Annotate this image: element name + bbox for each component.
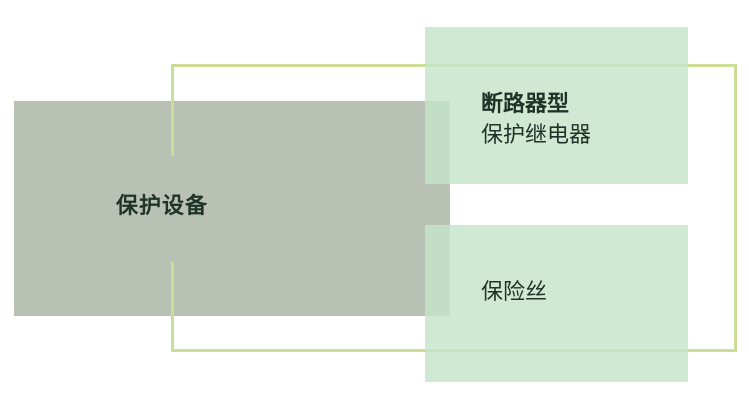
child-node-label-breaker-relay: 断路器型 保护继电器 [481, 89, 591, 151]
connector-frame-left-lower [171, 262, 174, 352]
connector-frame-right [734, 64, 737, 352]
child-node-label-bold: 断路器型 [481, 92, 570, 117]
child-node-box-breaker-relay [425, 27, 688, 184]
root-node-label: 保护设备 [116, 194, 209, 219]
connector-frame-left-upper [171, 64, 174, 156]
child-node-label-normal: 保护继电器 [481, 123, 592, 148]
root-node-box [14, 101, 450, 316]
child-node-box-fuse [425, 225, 688, 382]
child-node-label-fuse: 保险丝 [481, 280, 548, 305]
